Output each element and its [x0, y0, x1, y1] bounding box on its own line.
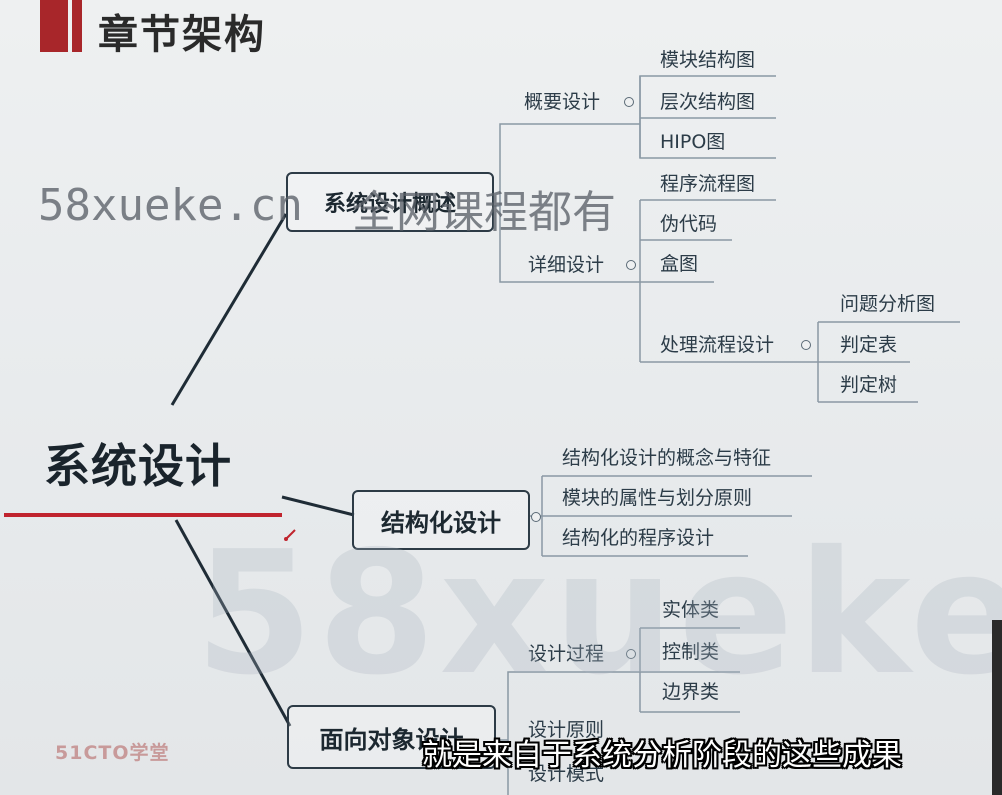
node-design-principle: 设计原则 [528, 719, 605, 741]
link-root-branch2 [281, 495, 355, 517]
video-subtitle: 就是来自于系统分析阶段的这些成果 [422, 738, 902, 773]
leaf-item: 结构化设计的概念与特征 [562, 447, 772, 469]
pen-cursor-icon [284, 529, 296, 541]
leaf-item: 程序流程图 [660, 173, 756, 195]
node-design-process: 设计过程 [528, 643, 605, 665]
branch-label: 系统设计概述 [323, 192, 456, 217]
link-branch1-outline [494, 123, 640, 207]
watermark-large: 58xueke. [195, 515, 1002, 713]
collapse-toggle [626, 260, 636, 270]
brand-logo: 51CTO学堂 [55, 742, 170, 764]
leaf-item: 模块的属性与划分原则 [562, 487, 753, 509]
branch-object-oriented-design: 面向对象设计 [287, 705, 496, 769]
watermark-slogan: 全网课程都有 [352, 187, 616, 238]
leaf-item: 问题分析图 [840, 293, 936, 315]
leaf-item: 控制类 [662, 641, 720, 663]
branch-system-design-overview: 系统设计概述 [286, 172, 494, 232]
collapse-toggle [531, 512, 541, 522]
leaf-item: 判定表 [840, 334, 898, 356]
collapse-toggle [626, 649, 636, 659]
collapse-toggle [624, 97, 634, 107]
collapse-toggle [801, 340, 811, 350]
root-underline [4, 513, 282, 517]
title-accent-bar-thin [72, 0, 82, 52]
branch-label: 面向对象设计 [319, 725, 464, 754]
leaf-item: 判定树 [840, 374, 898, 396]
node-process-design: 处理流程设计 [660, 334, 775, 356]
leaf-item: 结构化的程序设计 [562, 527, 715, 549]
leaf-item: 实体类 [662, 599, 720, 621]
node-outline-design: 概要设计 [524, 91, 601, 113]
link-branch3-process [494, 671, 640, 741]
leaf-item: HIPO图 [660, 131, 726, 153]
root-node: 系统设计 [44, 439, 232, 493]
title-accent-bar [40, 0, 68, 52]
link-root-branch3 [174, 519, 292, 727]
node-design-patterns: 设计模式 [528, 763, 605, 785]
branch-label: 结构化设计 [381, 508, 501, 537]
link-root-branch1 [170, 213, 288, 406]
leaf-item: 模块结构图 [660, 49, 756, 71]
presenter-edge [992, 620, 1002, 795]
leaf-item: 边界类 [662, 681, 720, 703]
leaf-item: 盒图 [660, 253, 699, 275]
branch-structured-design: 结构化设计 [352, 490, 530, 550]
leaf-item: 伪代码 [660, 213, 718, 235]
watermark-url: 58xueke.cn [38, 180, 303, 231]
leaf-item: 层次结构图 [660, 91, 756, 113]
page-title: 章节架构 [98, 12, 266, 58]
node-detail-design: 详细设计 [528, 254, 605, 276]
link-branch1-detail [499, 206, 640, 283]
